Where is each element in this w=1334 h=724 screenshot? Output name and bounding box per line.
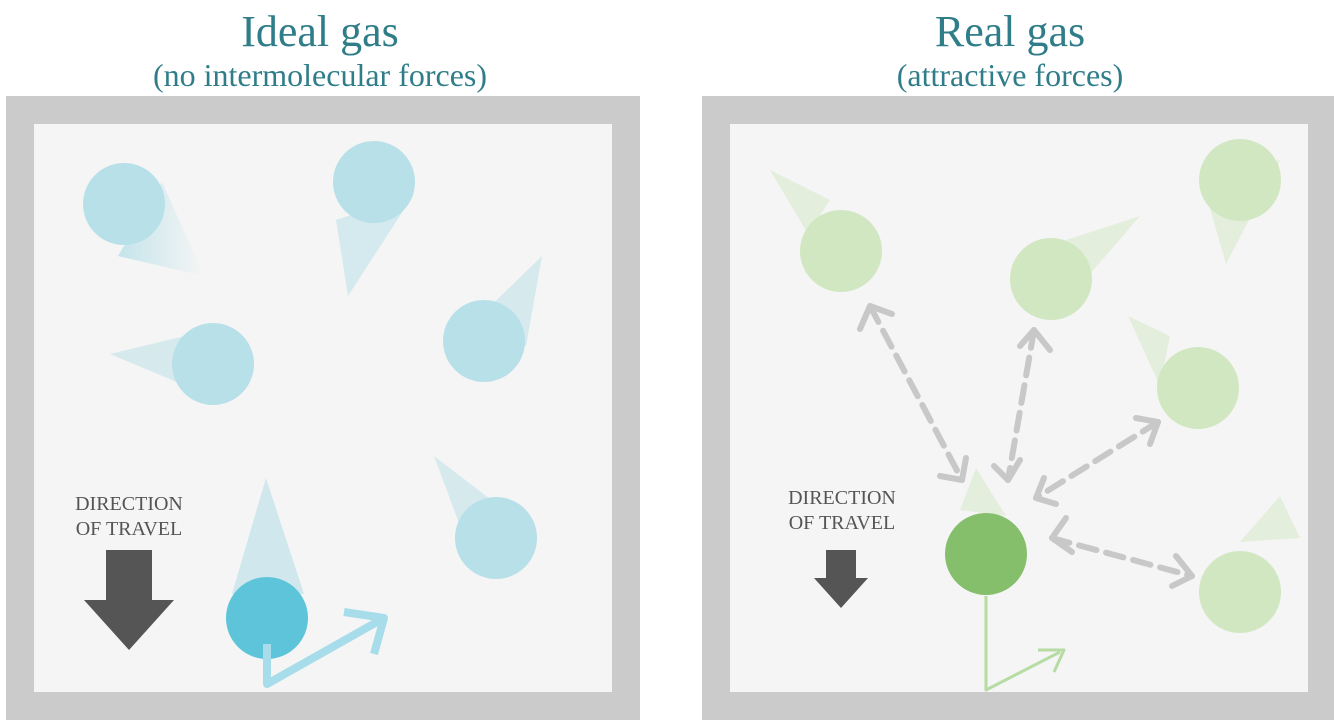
direction-label-real-line2: OF TRAVEL xyxy=(788,512,896,534)
direction-arrow-real xyxy=(814,550,868,608)
molecule-real-highlighted xyxy=(945,513,1066,692)
trail-real-1 xyxy=(770,170,830,234)
force-arrowheads xyxy=(857,303,1195,589)
molecule-real-5 xyxy=(1199,551,1281,633)
real-gas-heading: Real gas (attractive forces) xyxy=(690,6,1330,92)
molecule-real-3 xyxy=(1199,139,1281,221)
molecule-ideal-4 xyxy=(443,256,542,382)
force-arrow-1 xyxy=(867,303,965,483)
trail-real-5 xyxy=(1240,496,1300,542)
molecule-real-1 xyxy=(800,210,882,292)
direction-label-ideal: DIRECTION OF TRAVEL xyxy=(59,492,199,542)
force-arrow-4 xyxy=(1049,535,1195,579)
molecule-ideal-3 xyxy=(110,323,254,405)
ideal-gas-title: Ideal gas xyxy=(241,7,399,56)
ideal-gas-container-wall: DIRECTION OF TRAVEL xyxy=(6,96,640,720)
trail-real-4 xyxy=(1128,316,1170,386)
direction-label-ideal-line1: DIRECTION xyxy=(75,493,183,515)
molecule-ideal-highlighted xyxy=(226,478,388,688)
direction-label-real: DIRECTION OF TRAVEL xyxy=(772,486,912,536)
molecule-real-2 xyxy=(1010,238,1092,320)
direction-label-real-line1: DIRECTION xyxy=(788,487,896,509)
force-arrow-2 xyxy=(1005,327,1037,483)
ideal-gas-diagram xyxy=(83,141,542,688)
direction-label-ideal-line2: OF TRAVEL xyxy=(75,518,183,540)
direction-arrow-ideal xyxy=(84,550,174,650)
real-gas-container-interior: DIRECTION OF TRAVEL xyxy=(730,124,1308,692)
ideal-gas-subtitle: (no intermolecular forces) xyxy=(152,57,488,93)
trail-real-6 xyxy=(960,468,1006,516)
force-arrows xyxy=(867,303,1195,579)
molecule-ideal-5 xyxy=(434,456,537,579)
ideal-gas-container-interior: DIRECTION OF TRAVEL xyxy=(34,124,612,692)
real-gas-subtitle: (attractive forces) xyxy=(896,57,1124,93)
ideal-gas-heading: Ideal gas (no intermolecular forces) xyxy=(0,6,640,92)
real-gas-diagram xyxy=(770,139,1300,692)
molecule-ideal-1 xyxy=(83,163,204,276)
real-gas-title: Real gas xyxy=(934,7,1086,56)
force-arrow-3 xyxy=(1033,419,1161,501)
molecule-real-4 xyxy=(1157,347,1239,429)
real-gas-container-wall: DIRECTION OF TRAVEL xyxy=(702,96,1334,720)
molecule-ideal-2 xyxy=(333,141,415,296)
